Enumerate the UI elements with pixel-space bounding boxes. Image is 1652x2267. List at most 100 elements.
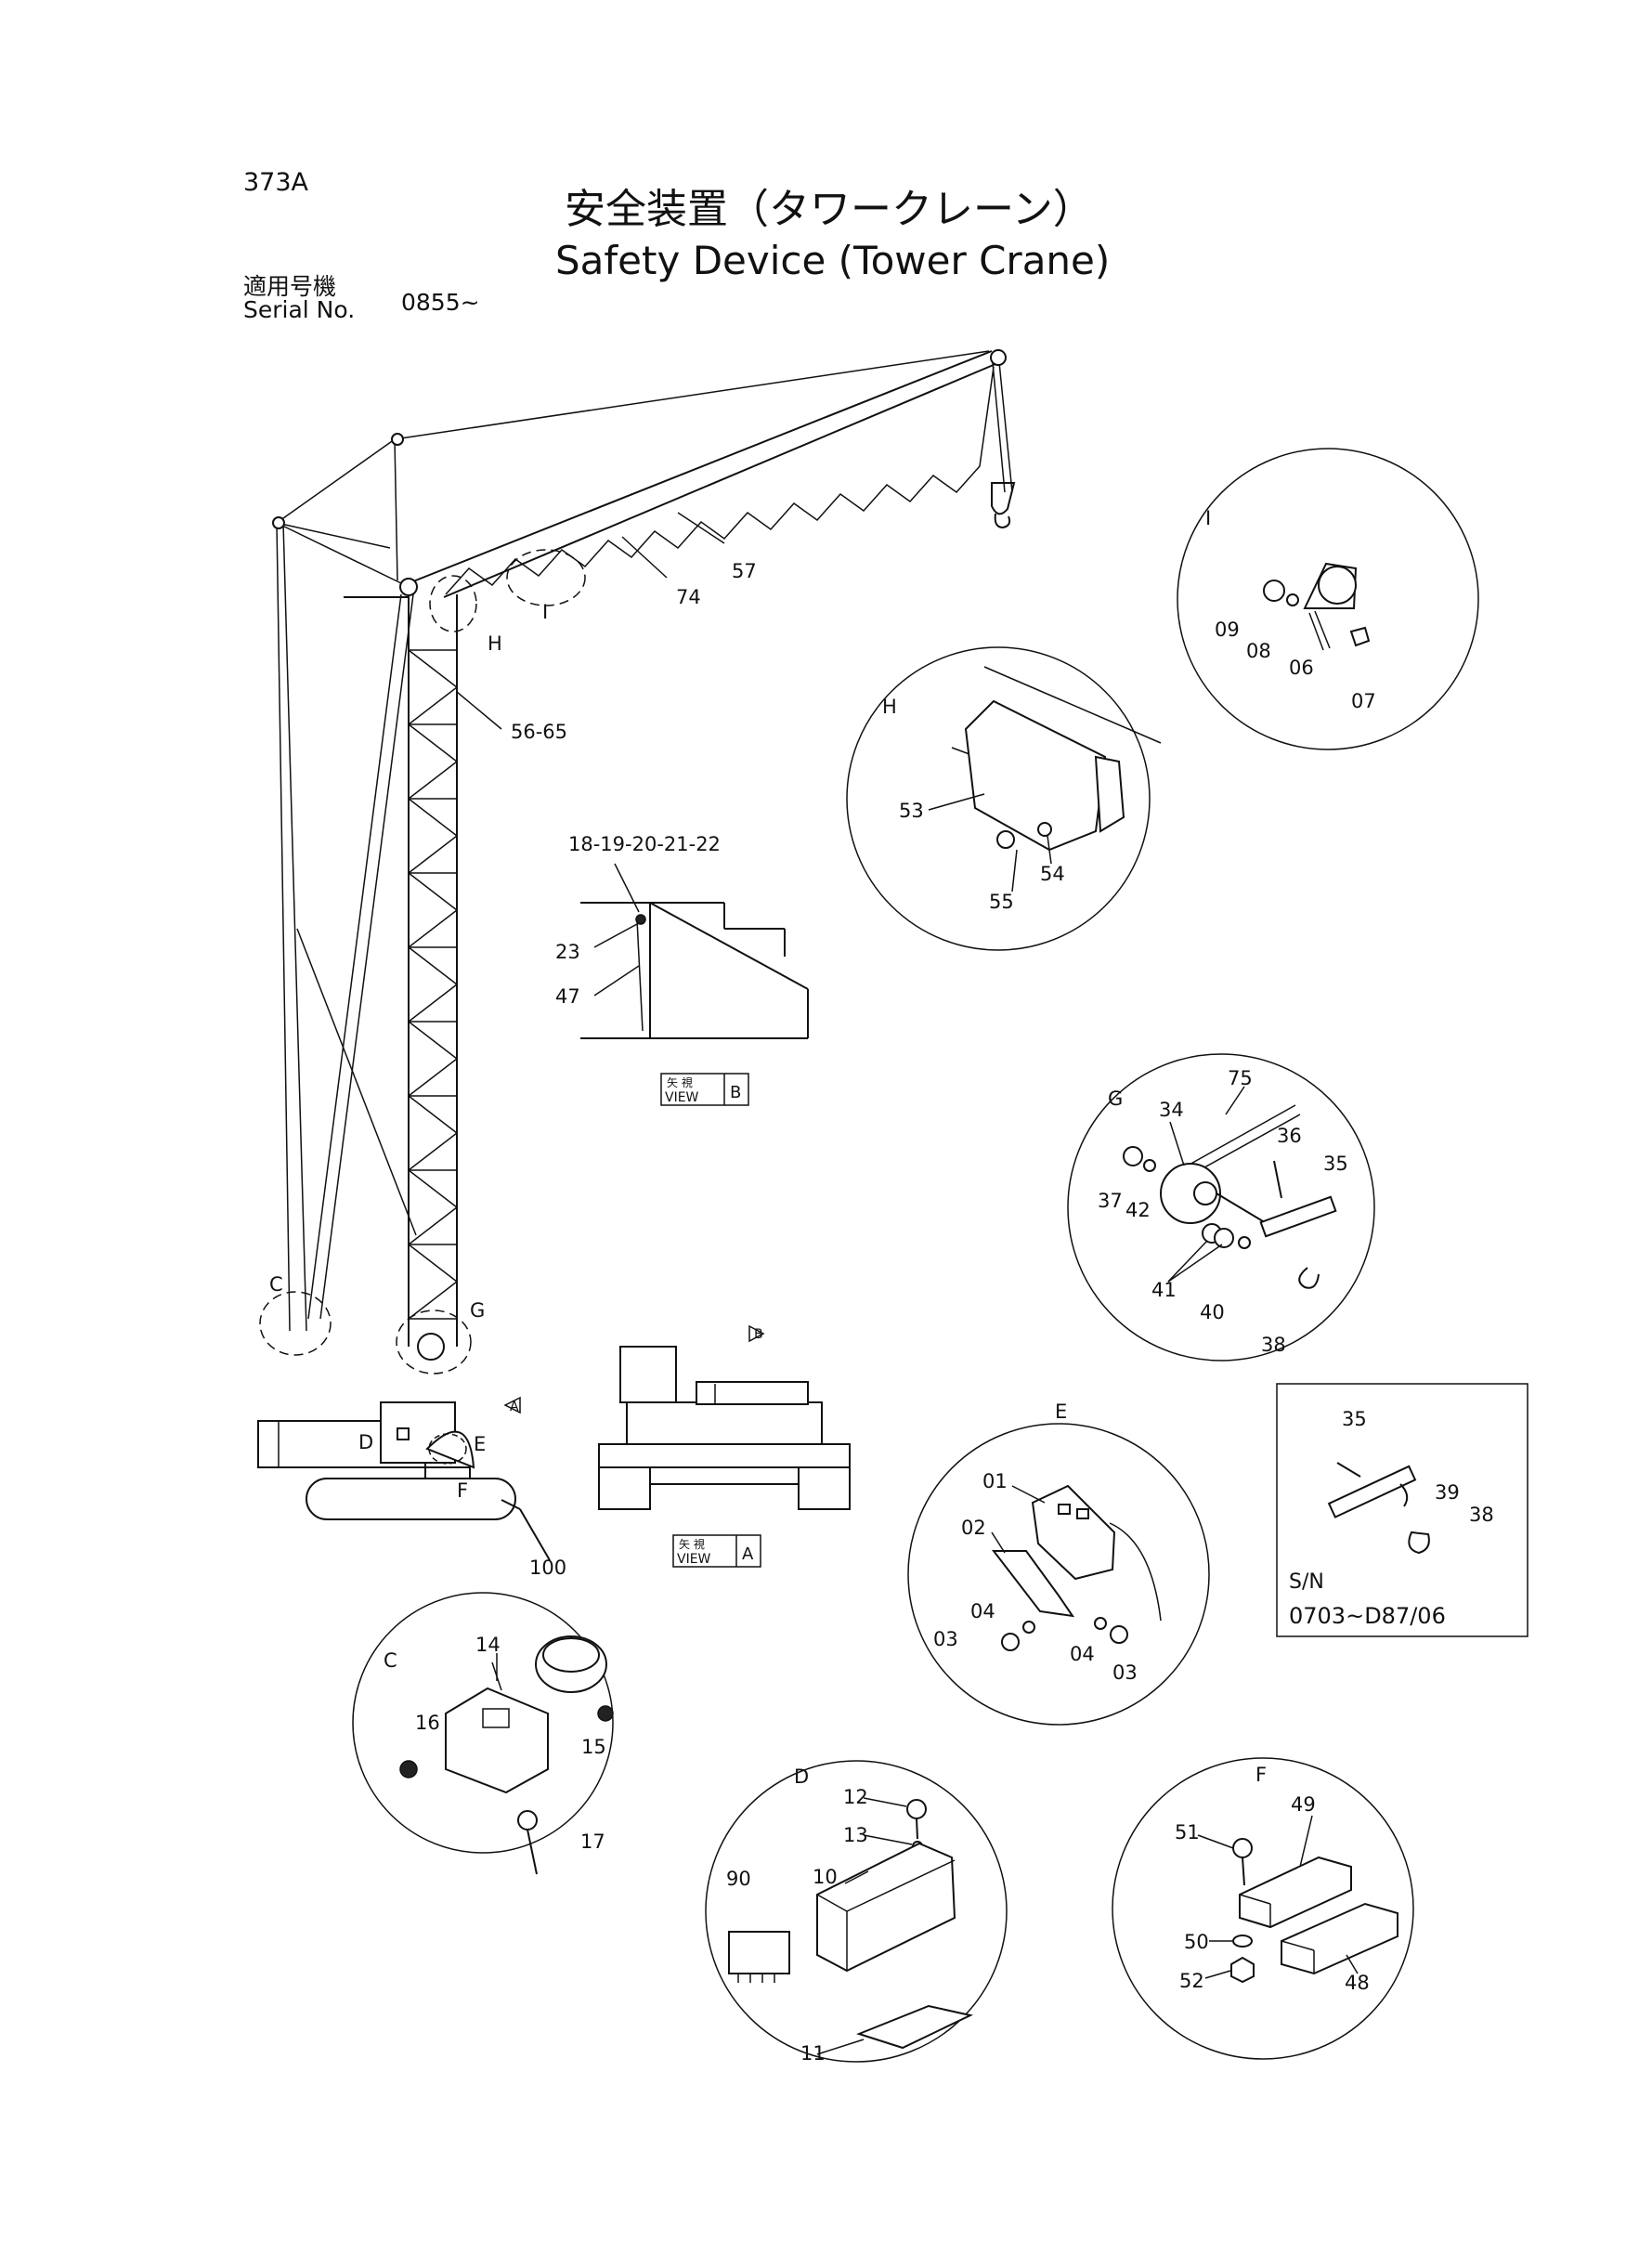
label-90: 90 [726,1868,751,1890]
sn-inset-box [1276,1383,1528,1637]
label-H: H [488,632,502,655]
detail-D [705,1760,1008,2063]
mast-lattice [407,649,459,1320]
detail-E [907,1423,1210,1726]
detail-H [846,646,1162,951]
callout-ring-G [396,1309,472,1375]
label-51: 51 [1175,1821,1200,1844]
detail-H-circle [846,646,1151,951]
label-03b: 03 [1112,1661,1138,1684]
label-09: 09 [1215,619,1240,641]
detail-H-letter: H [882,696,897,718]
label-04a: 04 [970,1600,995,1622]
view-arrow-a [503,1396,521,1414]
label-40: 40 [1200,1301,1225,1323]
callout-ring-I [506,549,586,606]
label-23: 23 [555,941,580,963]
arrow-label-b: B [754,1327,763,1342]
title-english: Safety Device (Tower Crane) [555,238,1110,283]
sn-caption: S/N [1289,1570,1324,1594]
label-49: 49 [1291,1793,1316,1816]
detail-D-letter: D [794,1765,809,1788]
label-F: F [457,1479,468,1502]
page-code: 373A [243,168,309,197]
title-japanese: 安全装置（タワークレーン） [565,186,1094,233]
sn-label-35: 35 [1342,1408,1367,1430]
detail-I-circle [1177,448,1479,750]
label-14: 14 [475,1634,501,1656]
label-55: 55 [989,891,1014,913]
view-a-drawing [598,1324,851,1510]
label-34: 34 [1159,1099,1184,1121]
view-a-letter: A [742,1544,754,1564]
label-G: G [470,1299,485,1322]
detail-leader-lines [496,793,1359,2055]
jib-lattice [445,366,995,595]
view-a-en: VIEW [677,1552,711,1567]
label-41: 41 [1151,1279,1177,1301]
arrow-label-a: A [510,1400,519,1414]
callout-ring-C [259,1291,332,1356]
detail-D-circle [705,1760,1008,2063]
label-50: 50 [1184,1931,1209,1953]
label-57: 57 [732,560,757,582]
label-15: 15 [581,1736,606,1758]
detail-G [1067,1053,1375,1362]
label-03a: 03 [933,1628,958,1650]
label-52: 52 [1179,1970,1204,1992]
label-10: 10 [813,1866,838,1888]
label-47: 47 [555,985,580,1008]
label-16: 16 [415,1712,440,1734]
detail-E-letter: E [1055,1401,1067,1423]
label-E: E [474,1433,486,1455]
view-arrow-b [748,1324,765,1343]
label-42: 42 [1125,1199,1151,1221]
view-b-box [660,1073,749,1106]
detail-F-circle [1112,1757,1414,2060]
label-08: 08 [1246,640,1271,662]
sn-range: 0703~D87/06 [1289,1603,1446,1629]
serial-label-japanese: 適用号機 [243,273,336,300]
detail-G-circle [1067,1053,1375,1362]
detail-C-letter: C [384,1649,397,1672]
label-75: 75 [1228,1067,1253,1089]
serial-label-english: Serial No. [243,296,355,323]
label-53: 53 [899,800,924,822]
label-04b: 04 [1070,1643,1095,1665]
sn-inset-drawing [1327,1462,1430,1555]
label-48: 48 [1345,1972,1370,1994]
label-06: 06 [1289,657,1314,679]
label-18-22: 18-19-20-21-22 [568,833,721,855]
label-35: 35 [1323,1153,1348,1175]
sn-label-39: 39 [1435,1481,1460,1504]
detail-C [352,1592,614,1875]
view-b-jp: 矢 視 [667,1075,693,1089]
label-01: 01 [982,1470,1008,1492]
detail-I-letter: I [1205,507,1211,529]
label-I: I [542,601,548,623]
label-02: 02 [961,1517,986,1539]
serial-value: 0855~ [401,289,480,316]
label-54: 54 [1040,863,1065,885]
view-b-en: VIEW [665,1090,699,1105]
label-12: 12 [843,1786,868,1808]
label-07: 07 [1351,690,1376,712]
detail-F [1112,1757,1414,2060]
view-a-box [672,1534,761,1568]
detail-C-circle [352,1592,614,1854]
label-100: 100 [529,1557,566,1579]
label-38: 38 [1261,1334,1286,1356]
view-b-drawing [580,863,809,1039]
label-D: D [358,1431,373,1453]
detail-G-letter: G [1108,1088,1123,1110]
detail-E-circle [907,1423,1210,1726]
callout-ring-H [429,575,477,632]
sn-label-38: 38 [1469,1504,1494,1526]
detail-F-letter: F [1255,1764,1267,1786]
label-56-65: 56-65 [511,721,567,743]
crane-overview [257,349,1016,1561]
view-b-letter: B [730,1083,741,1102]
label-36: 36 [1277,1125,1302,1147]
label-17: 17 [580,1831,605,1853]
